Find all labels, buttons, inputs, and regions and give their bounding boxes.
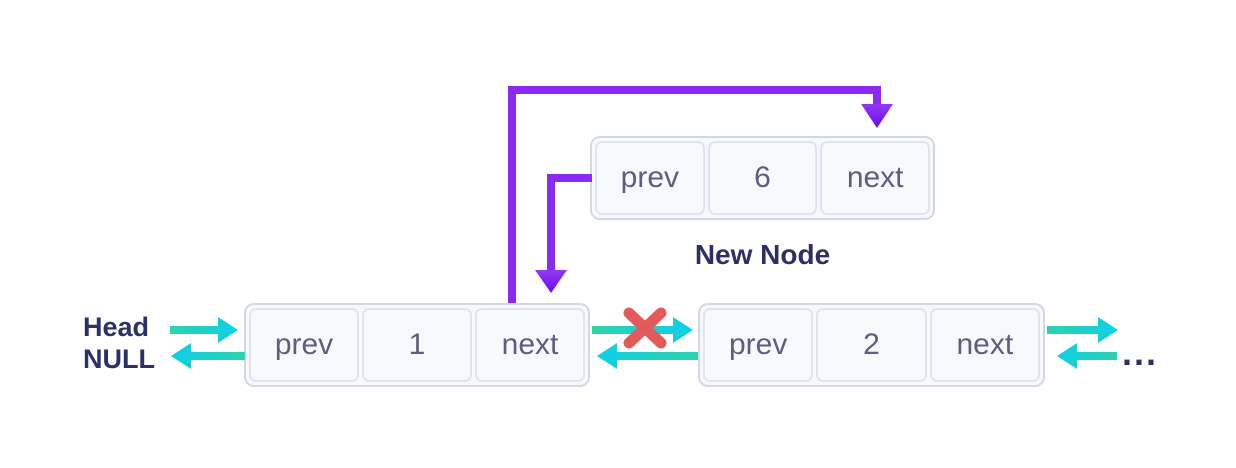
node-1-value-cell: 1 bbox=[362, 308, 472, 382]
node1-next-to-node2-arrow bbox=[592, 317, 693, 343]
node2-next-to-tail-arrow bbox=[1047, 317, 1118, 343]
new-node-label: New Node bbox=[694, 239, 831, 270]
node-2-next-cell: next bbox=[929, 308, 1040, 382]
new-node-box: prev 6 next bbox=[590, 136, 935, 220]
new-node-prev-cell: prev bbox=[595, 141, 705, 215]
tail-to-node2-arrow bbox=[1057, 343, 1117, 369]
new-node-next-cell: next bbox=[820, 141, 931, 215]
node-2-value-cell: 2 bbox=[816, 308, 927, 382]
head-to-node1-arrow bbox=[170, 317, 238, 343]
null-label: NULL bbox=[83, 344, 155, 374]
head-label: Head bbox=[83, 312, 150, 342]
node-2-box: prev 2 next bbox=[698, 303, 1045, 387]
node-2-prev-cell: prev bbox=[703, 308, 814, 382]
node1-prev-to-null-arrow bbox=[171, 343, 245, 369]
ellipsis-label: ... bbox=[1122, 332, 1159, 373]
node-1-box: prev 1 next bbox=[244, 303, 590, 387]
node2-prev-to-node1-arrow bbox=[597, 343, 698, 369]
node-1-next-cell: next bbox=[475, 308, 585, 382]
newnode-prev-to-node1-arrow bbox=[535, 174, 592, 293]
node-1-prev-cell: prev bbox=[249, 308, 359, 382]
broken-link-x-icon bbox=[623, 307, 667, 349]
new-node-value-cell: 6 bbox=[707, 141, 818, 215]
